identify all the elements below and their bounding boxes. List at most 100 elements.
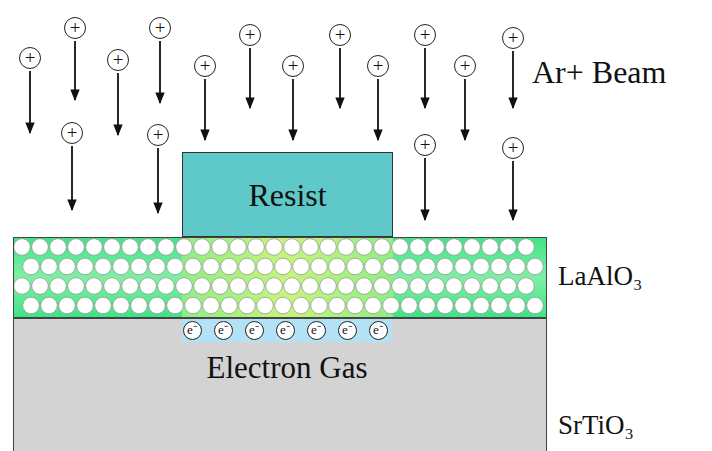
ion-charge: + xyxy=(373,56,384,75)
atom-circle xyxy=(32,278,49,295)
electron-gas-band: e⁻e⁻e⁻e⁻e⁻e⁻e⁻Electron Gas xyxy=(182,319,392,342)
atom-circle xyxy=(302,239,319,256)
ion-circle: + xyxy=(282,55,304,77)
atom-circle xyxy=(248,239,265,256)
ion-charge: + xyxy=(25,48,36,67)
laalo3-layer: LaAlO₃ xyxy=(13,237,547,318)
text-holder: Resist xyxy=(248,179,326,211)
ion-charge: + xyxy=(508,138,519,157)
ion-arrow xyxy=(292,79,294,140)
text-holder: + xyxy=(153,126,164,145)
electron-symbol: e⁻ xyxy=(249,323,259,336)
atom-circle xyxy=(140,239,157,256)
layer-label: LaAlO₃ xyxy=(558,263,642,290)
atom-circle xyxy=(401,258,418,275)
text-holder: + xyxy=(245,26,256,45)
atom-circle xyxy=(392,278,409,295)
text-holder: + xyxy=(508,29,519,48)
atom-circle xyxy=(41,258,58,275)
atom-circle xyxy=(203,297,220,314)
ion-arrow xyxy=(249,48,251,108)
atom-circle xyxy=(158,278,175,295)
atom-circle xyxy=(77,297,94,314)
atom-circle xyxy=(293,258,310,275)
atom-circle xyxy=(428,278,445,295)
electron-symbol: e⁻ xyxy=(342,323,352,336)
text-holder: + xyxy=(460,57,471,76)
atom-circle xyxy=(203,258,220,275)
atom-circle xyxy=(59,297,76,314)
ion-arrow xyxy=(464,79,466,140)
substrate-label: SrTiO₃ xyxy=(558,412,634,439)
atom-circle xyxy=(392,239,409,256)
atom-circle xyxy=(491,297,508,314)
atom-circle xyxy=(68,278,85,295)
atom-circle xyxy=(266,239,283,256)
ion-circle: + xyxy=(61,122,83,144)
ion-charge: + xyxy=(508,28,519,47)
electron-circle: e⁻ xyxy=(369,321,388,340)
ion-circle: + xyxy=(149,17,171,39)
laalo3-fill xyxy=(13,237,547,318)
ion-circle: + xyxy=(502,137,524,159)
atom-circle xyxy=(311,297,328,314)
atom-circle xyxy=(149,258,166,275)
atom-circle xyxy=(113,258,130,275)
electron-circle: e⁻ xyxy=(276,321,295,340)
atom-circle xyxy=(365,297,382,314)
ion-arrow xyxy=(424,158,426,220)
atom-circle xyxy=(221,258,238,275)
atom-circle xyxy=(500,239,517,256)
atom-circle xyxy=(383,258,400,275)
srtio3-substrate: e⁻e⁻e⁻e⁻e⁻e⁻e⁻Electron GasSrTiO₃ xyxy=(13,318,547,451)
atom-circle xyxy=(23,297,40,314)
atom-pattern xyxy=(14,239,544,314)
ion-circle: + xyxy=(19,47,41,69)
text-holder: + xyxy=(288,57,299,76)
atom-circle xyxy=(59,258,76,275)
atom-circle xyxy=(419,258,436,275)
atom-circle xyxy=(338,278,355,295)
atom-circle xyxy=(257,297,274,314)
ion-circle: + xyxy=(367,55,389,77)
ion-charge: + xyxy=(245,25,256,44)
atom-circle xyxy=(410,239,427,256)
atom-circle xyxy=(509,297,526,314)
ion-arrow xyxy=(512,51,514,108)
atom-circle xyxy=(239,297,256,314)
ion-arrows xyxy=(30,41,513,220)
text-holder: + xyxy=(373,57,384,76)
atom-circle xyxy=(50,239,67,256)
atom-circle xyxy=(311,258,328,275)
beam-label: Ar+ Beam xyxy=(532,56,666,88)
ion-arrow xyxy=(424,48,426,108)
atom-circle xyxy=(401,297,418,314)
atom-circle xyxy=(374,278,391,295)
ion-arrow xyxy=(159,41,161,103)
atom-circle xyxy=(68,239,85,256)
text-holder: + xyxy=(335,26,346,45)
atom-circle xyxy=(518,278,535,295)
atom-circle xyxy=(140,278,157,295)
ion-circle: + xyxy=(64,17,86,39)
atom-circle xyxy=(95,297,112,314)
atom-circle xyxy=(230,239,247,256)
ion-arrow xyxy=(512,161,514,220)
text-holder: e⁻ xyxy=(187,324,197,337)
text-holder: + xyxy=(508,139,519,158)
electron-symbol: e⁻ xyxy=(311,323,321,336)
text-holder: e⁻ xyxy=(342,324,352,337)
atom-circle xyxy=(32,239,49,256)
atom-circle xyxy=(455,297,472,314)
atom-circle xyxy=(356,239,373,256)
atom-circle xyxy=(95,258,112,275)
atom-circle xyxy=(302,278,319,295)
atom-circle xyxy=(113,297,130,314)
atom-circle xyxy=(230,278,247,295)
ion-charge: + xyxy=(420,135,431,154)
atom-circle xyxy=(131,258,148,275)
atom-circle xyxy=(167,258,184,275)
atom-circle xyxy=(437,297,454,314)
text-holder: + xyxy=(70,19,81,38)
ion-arrow xyxy=(204,79,206,140)
